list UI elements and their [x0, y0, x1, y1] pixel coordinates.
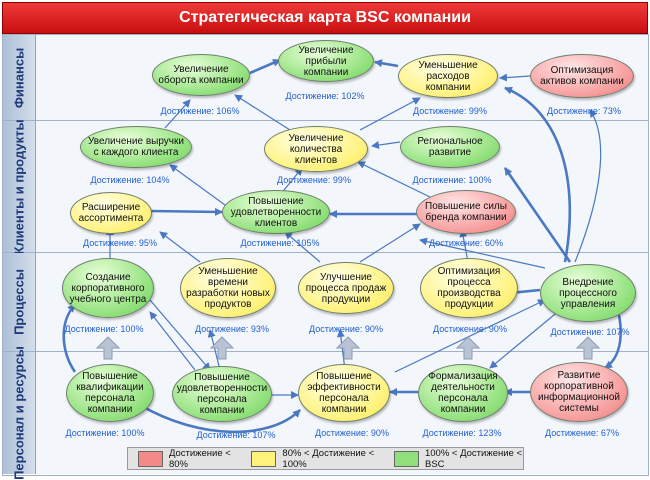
node-label: Региональное развитие [417, 136, 483, 158]
node-label: Повышение квалификации персонала компани… [76, 371, 144, 415]
lane-label: Финансы [11, 47, 27, 108]
achievement-label: Достижение: 90% [315, 428, 389, 438]
page-title: Стратегическая карта BSC компании [2, 2, 648, 34]
achievement-label: Достижение: 90% [433, 324, 507, 334]
achievement-label: Достижение: 60% [429, 238, 503, 248]
node-label: Оптимизация активов компании [540, 65, 624, 87]
node-label: Повышение удовлетворенности персонала ко… [176, 372, 268, 416]
up-block-arrow-icon [576, 336, 600, 360]
achievement-label: Достижение: 100% [412, 175, 492, 185]
lane-label: Процессы [11, 269, 27, 335]
node-qualification[interactable]: Повышение квалификации персонала компани… [66, 364, 154, 422]
achievement-label: Достижение: 100% [65, 428, 145, 438]
node-costs[interactable]: Уменьшение расходов компании [398, 54, 498, 98]
achievement-label: Достижение: 99% [413, 106, 487, 116]
node-label: Увеличение оборота компании [158, 64, 244, 86]
node-label: Оптимизация процесса производства продук… [437, 266, 501, 310]
node-client-count[interactable]: Увеличение количества клиентов [264, 126, 368, 172]
node-label: Развитие корпоративной информационной си… [538, 370, 620, 414]
achievement-label: Достижение: 100% [64, 324, 144, 334]
lane-header: Персонал и ресурсы [3, 346, 36, 480]
node-assortment[interactable]: Расширение ассортимента [70, 192, 152, 234]
legend: Достижение < 80% 80% < Достижение < 100%… [127, 447, 524, 470]
node-label: Уменьшение времени разработки новых прод… [186, 266, 270, 310]
achievement-label: Достижение: 105% [240, 238, 320, 248]
legend-swatch [138, 450, 163, 467]
legend-label: 80% < Достижение < 100% [282, 447, 375, 470]
node-label: Увеличение количества клиентов [288, 132, 344, 166]
achievement-label: Достижение: 107% [550, 327, 630, 337]
node-label: Создание корпоративного учебного центра [69, 271, 147, 305]
lane-header: Финансы [3, 35, 36, 120]
up-block-arrow-icon [456, 336, 480, 360]
node-regional[interactable]: Региональное развитие [400, 126, 500, 168]
node-assets[interactable]: Оптимизация активов компании [530, 54, 634, 98]
lane-header: Процессы [3, 253, 36, 351]
legend-label: 100% < Достижение < BSC [424, 447, 523, 470]
node-formalization[interactable]: Формализация деятельности персонала комп… [418, 364, 508, 422]
node-dev-time[interactable]: Уменьшение времени разработки новых прод… [180, 258, 276, 318]
lane-header: Клиенты и продукты [3, 118, 36, 255]
achievement-label: Достижение: 95% [83, 238, 157, 248]
up-block-arrow-icon [336, 336, 360, 360]
legend-swatch [251, 450, 277, 467]
legend-label: Достижение < 80% [168, 447, 231, 470]
legend-item-red: Достижение < 80% [138, 448, 237, 470]
node-label: Уменьшение расходов компании [418, 59, 478, 93]
up-block-arrow-icon [210, 336, 234, 360]
node-label: Повышение удовлетворенности клиентов [230, 195, 322, 229]
achievement-label: Достижение: 90% [309, 324, 383, 334]
node-turnover[interactable]: Увеличение оборота компании [152, 54, 250, 96]
achievement-label: Достижение: 107% [196, 430, 276, 440]
node-label: Улучшение процесса продаж продукции [305, 271, 387, 305]
node-label: Увеличение выручки с каждого клиента [88, 136, 184, 158]
node-label: Повышение силы бренда компании [425, 201, 507, 223]
legend-item-yellow: 80% < Достижение < 100% [251, 448, 380, 470]
node-production[interactable]: Оптимизация процесса производства продук… [420, 258, 518, 318]
achievement-label: Достижение: 99% [277, 175, 351, 185]
node-label: Формализация деятельности персонала комп… [428, 371, 498, 415]
legend-swatch [393, 450, 419, 467]
achievement-label: Достижение: 123% [422, 428, 502, 438]
lane-label: Персонал и ресурсы [11, 346, 27, 480]
node-profit[interactable]: Увеличение прибыли компании [278, 40, 374, 82]
node-staff-satisfaction[interactable]: Повышение удовлетворенности персонала ко… [172, 366, 272, 422]
node-label: Внедрение процессного управления [559, 276, 617, 310]
node-sales[interactable]: Улучшение процесса продаж продукции [298, 262, 394, 314]
node-label: Увеличение прибыли компании [298, 44, 354, 78]
node-brand[interactable]: Повышение силы бренда компании [416, 190, 516, 234]
node-training-center[interactable]: Создание корпоративного учебного центра [62, 258, 154, 318]
achievement-label: Достижение: 106% [160, 106, 240, 116]
node-label: Повышение эффективности персонала компан… [307, 371, 381, 415]
achievement-label: Достижение: 102% [285, 91, 365, 101]
node-process-mgmt[interactable]: Внедрение процессного управления [540, 264, 636, 322]
node-revenue-per-client[interactable]: Увеличение выручки с каждого клиента [80, 126, 192, 168]
node-satisfaction[interactable]: Повышение удовлетворенности клиентов [222, 190, 330, 234]
node-staff-efficiency[interactable]: Повышение эффективности персонала компан… [298, 364, 390, 422]
achievement-label: Достижение: 73% [547, 106, 621, 116]
achievement-label: Достижение: 67% [545, 428, 619, 438]
node-info-system[interactable]: Развитие корпоративной информационной си… [530, 362, 628, 422]
lane-label: Клиенты и продукты [11, 118, 27, 255]
achievement-label: Достижение: 93% [195, 324, 269, 334]
node-label: Расширение ассортимента [78, 202, 144, 224]
achievement-label: Достижение: 104% [90, 175, 170, 185]
up-block-arrow-icon [96, 336, 120, 360]
legend-item-green: 100% < Достижение < BSC [393, 447, 523, 470]
